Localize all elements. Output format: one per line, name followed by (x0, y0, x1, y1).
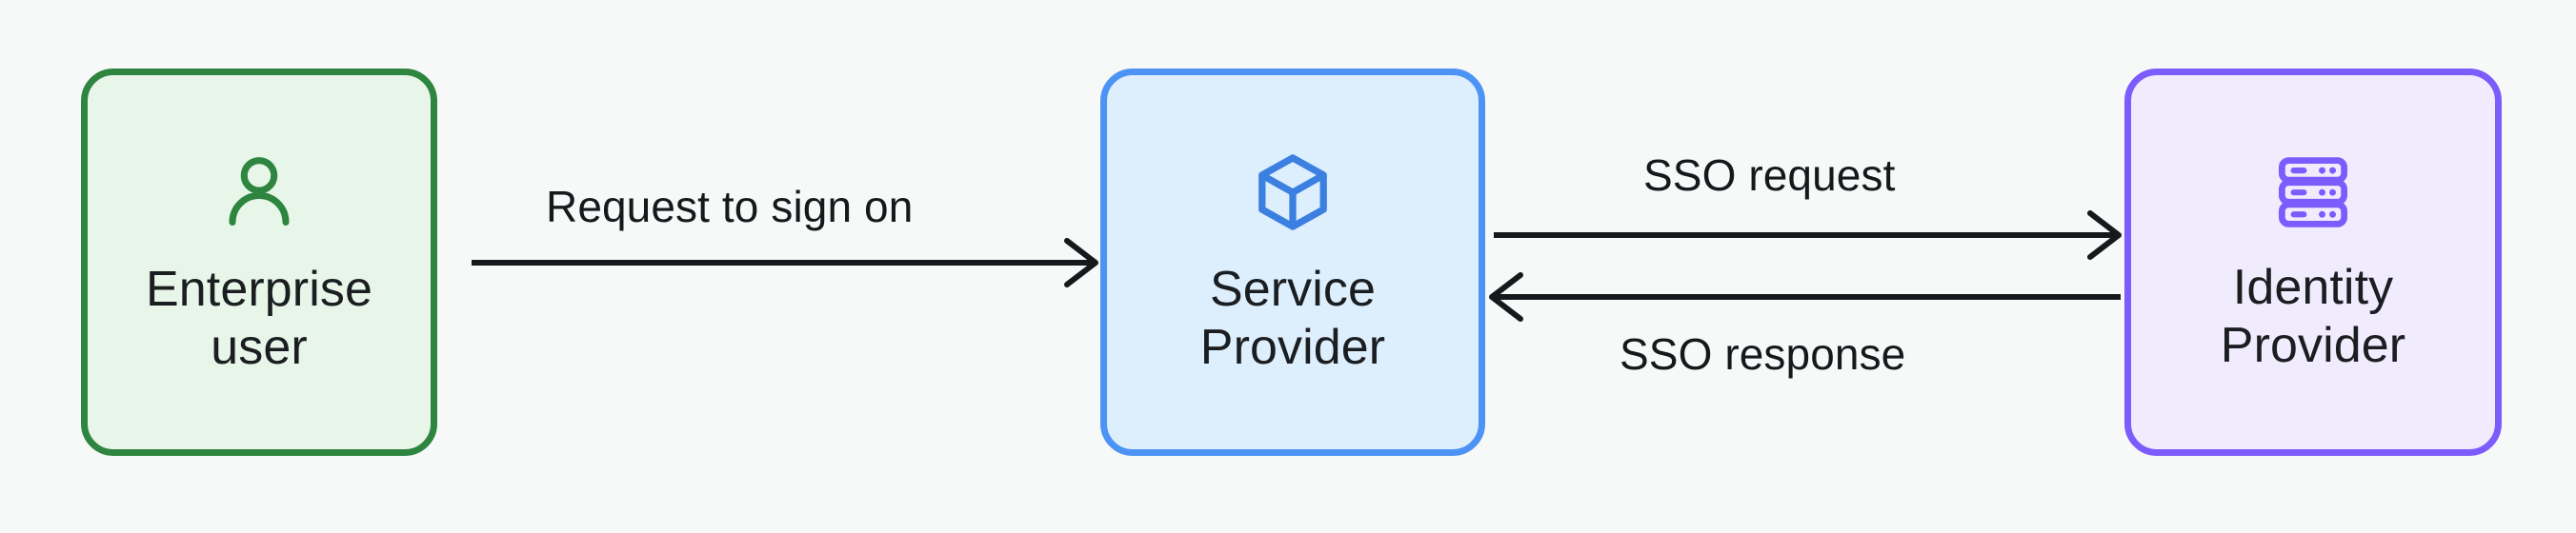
node-label-enterprise-user: Enterprise user (146, 261, 372, 375)
server-rack-icon (2271, 150, 2355, 234)
node-service-provider[interactable]: Service Provider (1100, 69, 1485, 456)
arrow-sso-request (1494, 210, 2122, 260)
arrowhead-left (1489, 272, 1523, 322)
node-enterprise-user[interactable]: Enterprise user (81, 69, 437, 456)
node-label-identity-provider: Identity Provider (2220, 259, 2406, 373)
arrow-sso-response (1489, 272, 2121, 322)
arrow-request-to-sign-on (472, 238, 1098, 287)
node-identity-provider[interactable]: Identity Provider (2124, 69, 2502, 456)
edge-label-sso-request: SSO request (1643, 150, 1896, 200)
arrowhead-right (2087, 210, 2122, 260)
edge-label-sso-response: SSO response (1620, 329, 1906, 379)
node-label-service-provider: Service Provider (1199, 261, 1386, 375)
edge-label-request-to-sign-on: Request to sign on (546, 182, 914, 231)
cube-icon (1249, 148, 1337, 236)
arrowhead-right (1064, 238, 1098, 287)
user-icon (215, 148, 303, 236)
